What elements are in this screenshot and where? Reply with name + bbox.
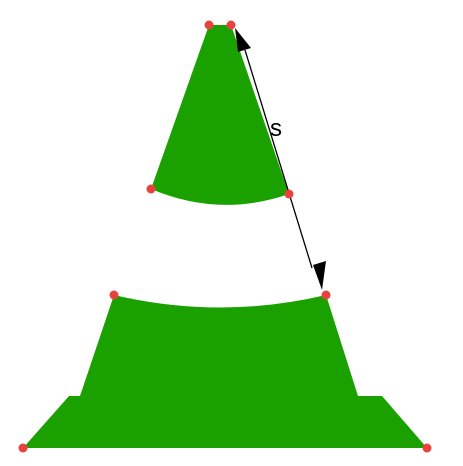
slant-dimension-line [244, 49, 313, 269]
vertex-lower-cut-left [109, 290, 119, 300]
arrow-head-top [235, 28, 251, 52]
vertex-top-left [204, 20, 214, 30]
vertex-upper-cut-right [284, 189, 294, 199]
cone-top-section [151, 25, 289, 205]
arrow-head-bottom [313, 261, 326, 290]
vertex-top-right [226, 20, 236, 30]
vertex-upper-cut-left [146, 184, 156, 194]
slant-label: s [270, 115, 282, 142]
vertex-base-right [422, 443, 432, 453]
vertex-base-left [18, 443, 28, 453]
cone-bottom-section [23, 295, 427, 448]
vertex-lower-cut-right [321, 290, 331, 300]
